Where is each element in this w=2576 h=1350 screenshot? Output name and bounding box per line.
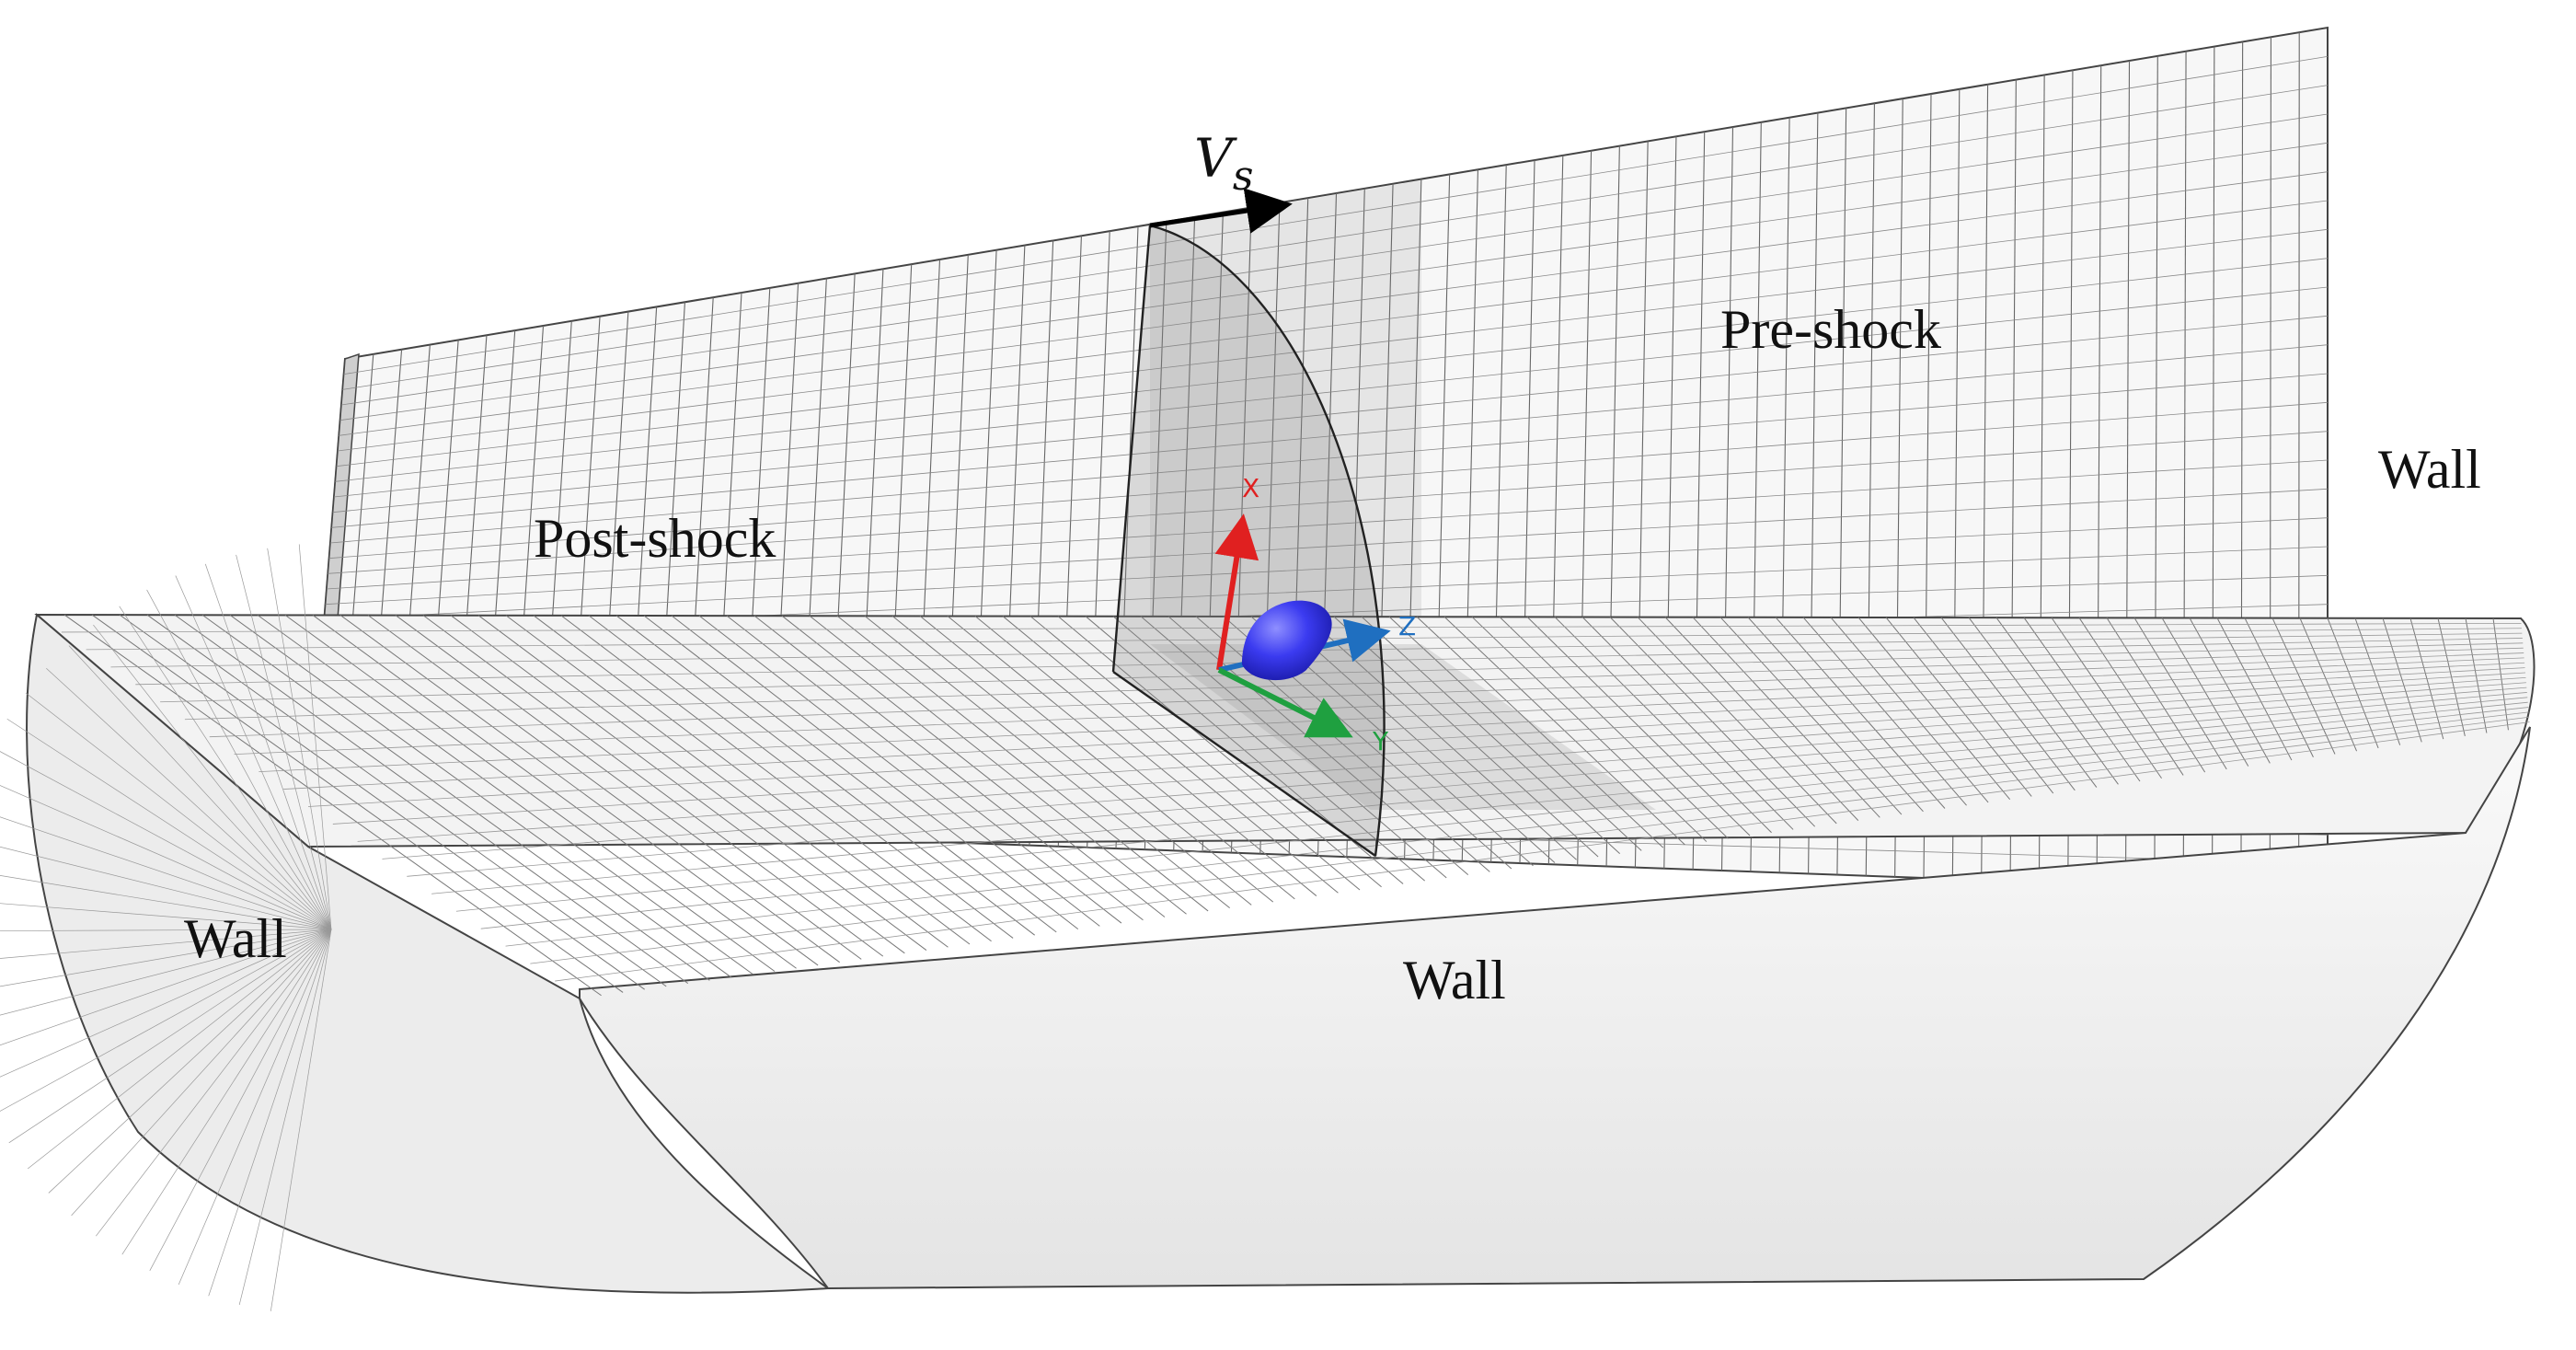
mesh-line [236,554,332,930]
mesh-line [335,258,2329,482]
mesh-line [46,667,332,930]
mesh-line [328,401,2329,560]
wall-label-center: Wall [1403,950,1506,1010]
mesh-line [283,667,2525,790]
mesh-line [307,672,2526,807]
mesh-line [6,718,332,930]
shock-arc [1149,224,1386,857]
mesh-line [208,929,332,1297]
mesh-line [121,929,332,1255]
wall-label-right: Wall [2378,439,2481,500]
mesh-line [0,875,332,930]
mesh-line [204,563,332,930]
mesh-line [238,929,332,1306]
y-axis-label: Y [1372,726,1389,756]
mesh-line [382,687,2527,860]
mesh-line [209,652,2524,738]
mesh-line [336,228,2329,467]
mesh-line [184,647,2524,721]
cylinder-front-face [26,613,831,1294]
shock-vertical-edge [1111,225,1152,673]
mesh-line [0,785,332,930]
mesh-line [325,488,2329,606]
droplet-hemisphere [1242,600,1332,681]
y-axis-arrow [1217,667,1353,738]
half-cylinder-domain [0,544,2536,1311]
mesh-line [93,624,332,930]
mesh-line [0,903,332,930]
mesh-line [332,676,2526,825]
mesh-line [555,721,2530,982]
mesh-line [455,701,2528,912]
mesh-line [298,544,332,930]
mesh-line [337,200,2329,452]
mesh-line [332,315,2329,513]
mesh-line [119,606,332,930]
mesh-line [71,929,332,1217]
mesh-line [48,929,332,1194]
mesh-line [149,929,332,1272]
mesh-line [178,929,332,1286]
mesh-line [339,171,2329,436]
mesh-line [328,431,2329,574]
post-shock-label: Post-shock [534,508,776,569]
mesh-line [331,344,2329,528]
mesh-line [0,929,332,931]
mesh-line [135,638,2523,686]
mesh-line [160,642,2524,703]
mesh-line [0,929,332,987]
shock-velocity-label: Vs [1194,127,1253,200]
mesh-line [343,55,2329,375]
z-axis-label: Z [1398,611,1416,641]
mesh-line [0,929,332,1078]
mesh-line [25,692,332,930]
mesh-line [0,846,332,930]
mesh-line [342,85,2329,390]
mesh-line [175,575,332,930]
mesh-line [530,716,2530,964]
mesh-line [146,589,332,930]
mesh-line [0,929,332,959]
mesh-line [234,657,2524,756]
mesh-line [27,929,332,1170]
mesh-line [480,707,2529,929]
mesh-line [431,697,2528,894]
shock-velocity-arrow [1149,188,1293,234]
x-axis-arrow [1214,513,1259,671]
mesh-line [326,459,2329,590]
mesh-line [0,929,332,1016]
mesh-line [407,692,2527,877]
wall-label-left: Wall [184,908,287,969]
cylinder-curved-surface [579,726,2531,1290]
mesh-line [96,929,332,1237]
mesh-line [357,682,2526,842]
mesh-line [324,517,2329,620]
mesh-line [329,373,2329,544]
mesh-line [0,929,332,1046]
mesh-line [8,929,332,1144]
mesh-line [333,286,2329,498]
mesh-line [267,548,332,930]
mesh-line [339,142,2329,421]
pre-shock-label: Pre-shock [1720,299,1941,360]
mesh-line [340,113,2329,406]
shock-base-edge [1112,671,1376,857]
shock-velocity: Vs [1149,127,1293,234]
mesh-line [0,751,332,930]
mesh-line [0,929,332,1112]
mesh-line [0,816,332,930]
mesh-line [68,645,332,930]
x-axis-label: X [1242,473,1259,503]
mesh-line [505,711,2529,947]
mesh-line [259,662,2525,772]
mesh-line [270,929,332,1311]
